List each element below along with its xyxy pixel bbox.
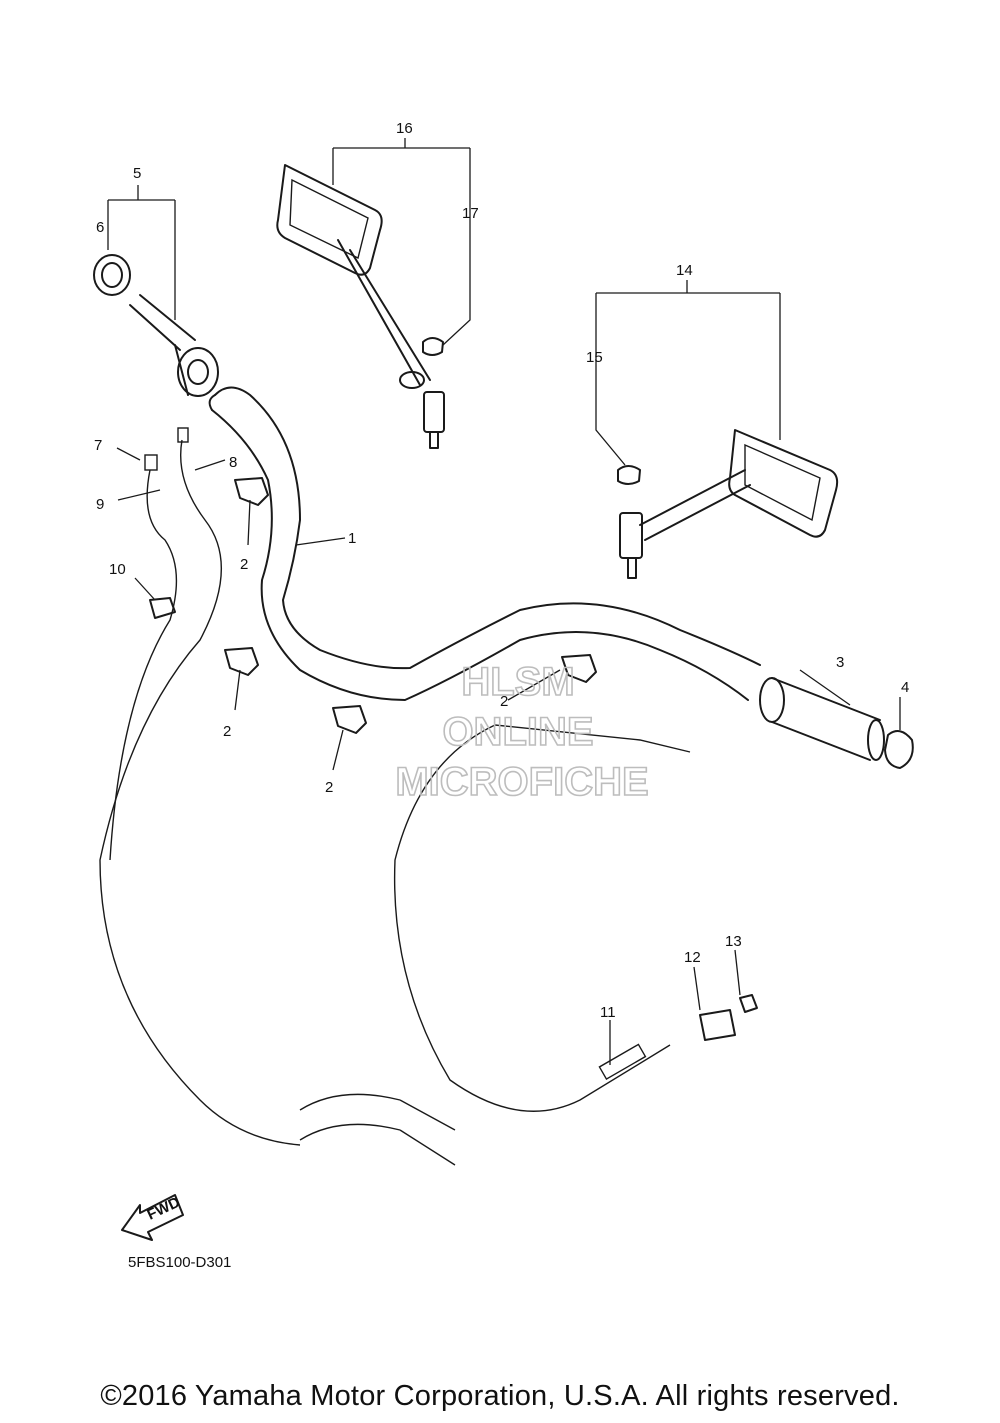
mirror-cap-right <box>617 465 641 485</box>
watermark-line-3: MICROFICHE <box>395 760 648 804</box>
mirror-cap-left <box>422 337 444 356</box>
fwd-arrow: FWD <box>121 1194 184 1241</box>
right-mirror <box>619 429 839 579</box>
watermark-line-2: ONLINE <box>442 710 593 754</box>
cable-clamp-3 <box>332 705 367 734</box>
cable-clamp-1 <box>234 477 269 506</box>
callout-2d: 2 <box>500 693 508 710</box>
throttle-cables <box>99 427 456 1166</box>
fwd-label: FWD <box>145 1194 183 1224</box>
callout-13: 13 <box>725 933 742 950</box>
clutch-cable <box>393 724 691 1112</box>
callout-6: 6 <box>96 219 104 236</box>
copyright-notice: ©2016 Yamaha Motor Corporation, U.S.A. A… <box>100 1380 900 1412</box>
bar-end-weight <box>884 730 914 769</box>
callout-2c: 2 <box>325 779 333 796</box>
right-grip <box>759 677 885 761</box>
callout-1: 1 <box>348 530 356 547</box>
reference-code: 5FBS100-D301 <box>128 1254 232 1271</box>
leader-lines <box>107 138 901 1065</box>
callout-labels: 1 2 2 2 2 3 4 5 6 7 8 9 10 11 12 13 14 1… <box>94 120 909 1021</box>
callout-15: 15 <box>586 349 603 366</box>
watermark-line-1: HLSM <box>461 660 574 704</box>
cable-clamp-2 <box>224 647 259 676</box>
cable-clamp-4 <box>561 654 597 683</box>
callout-11: 11 <box>600 1004 616 1021</box>
left-mirror <box>276 164 445 449</box>
callout-17: 17 <box>462 205 479 222</box>
callout-2a: 2 <box>240 556 248 573</box>
callout-16: 16 <box>396 120 413 137</box>
callout-4: 4 <box>901 679 909 696</box>
callout-14: 14 <box>676 262 693 279</box>
callout-5: 5 <box>133 165 141 182</box>
callout-12: 12 <box>684 949 701 966</box>
left-grip-assembly <box>93 254 219 397</box>
callout-10: 10 <box>109 561 126 578</box>
handlebar <box>208 386 761 701</box>
callout-3: 3 <box>836 654 844 671</box>
adjuster-nut <box>739 994 758 1013</box>
callout-9: 9 <box>96 496 104 513</box>
watermark: HLSM ONLINE MICROFICHE <box>395 659 650 805</box>
cable-adjuster <box>699 1009 736 1041</box>
callout-7: 7 <box>94 437 102 454</box>
callout-2b: 2 <box>223 723 231 740</box>
callout-8: 8 <box>229 454 237 471</box>
